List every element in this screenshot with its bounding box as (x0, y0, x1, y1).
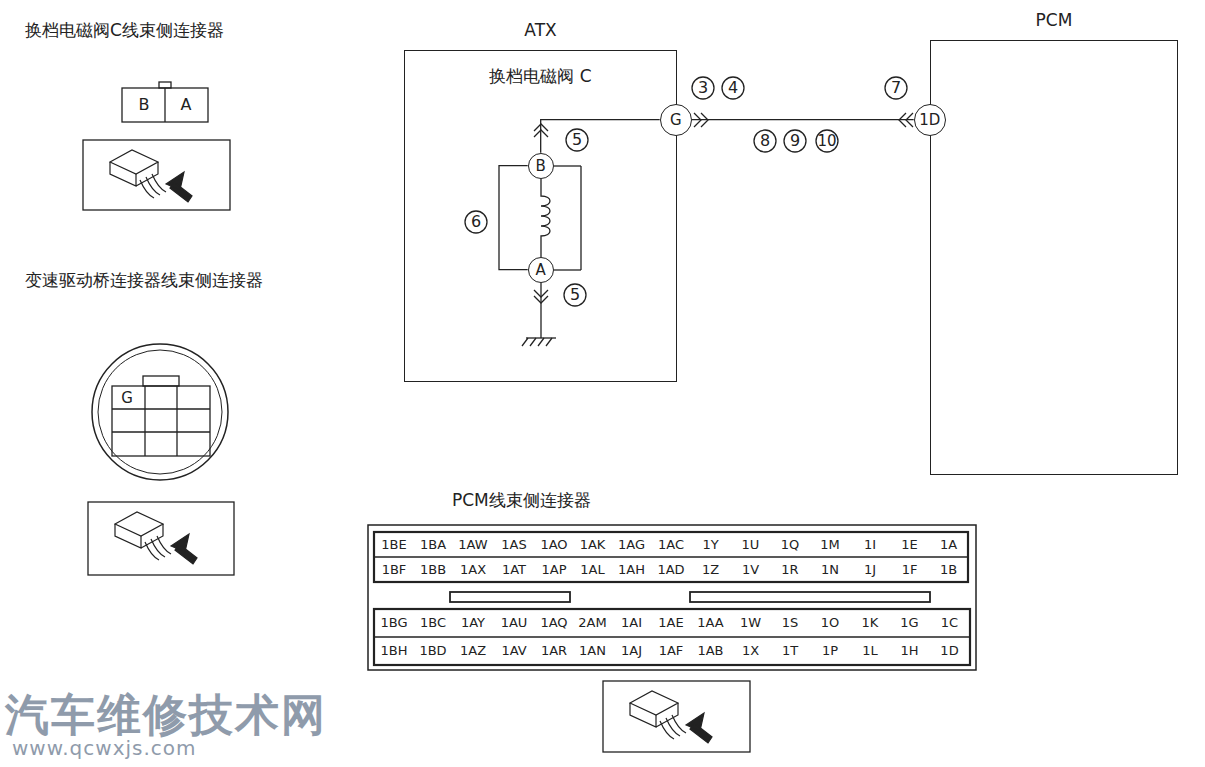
terminal-label: G (670, 111, 682, 128)
pin-cell: 1I (864, 538, 876, 552)
pin-cell: 1E (901, 538, 918, 552)
pin-cell: 1G (900, 616, 918, 630)
pin-cell: 1AP (541, 563, 566, 577)
pin-cell: 1AZ (460, 644, 486, 658)
terminal-circle: B (528, 153, 554, 179)
connector-title: 变速驱动桥连接器线束侧连接器 (25, 271, 263, 290)
pin-cell: 1AY (461, 616, 485, 630)
pin-cell: 1AR (541, 644, 567, 658)
connector-body (122, 88, 208, 122)
pin-cell: 1BH (381, 644, 408, 658)
terminal-circle: 1D (914, 104, 946, 136)
callout-number: 5 (570, 286, 580, 304)
pin-cell: 1AU (501, 616, 528, 630)
pin-cell: 1W (740, 616, 761, 630)
pin-cell: 1V (742, 563, 759, 577)
watermark-url: www.qcwxjs.com (12, 737, 197, 759)
pin-cell: 1AT (502, 563, 526, 577)
pin-cell: 1AF (659, 644, 684, 658)
pin-cell: 1BB (420, 563, 446, 577)
pin-cell: 1AD (657, 563, 684, 577)
pin-name: A (181, 96, 192, 114)
terminal-circle: G (660, 104, 692, 136)
pin-cell: 1AE (658, 616, 683, 630)
callout-number: 9 (790, 132, 800, 150)
pin-cell: 1R (781, 563, 798, 577)
callout-number: 10 (817, 133, 836, 150)
pin-cell: 1BE (381, 538, 406, 552)
pin-cell: 1AV (501, 644, 526, 658)
pin-cell: 1AX (460, 563, 486, 577)
callout-number: 8 (760, 132, 770, 150)
pin-cell: 1AG (618, 538, 645, 552)
wire (692, 119, 914, 120)
pin-cell: 1AN (579, 644, 606, 658)
pin-cell: 1P (822, 644, 838, 658)
pin-cell: 1Q (781, 538, 800, 552)
pin-cell: 1D (940, 644, 958, 658)
connector-sketch (110, 150, 158, 174)
terminal-label: A (536, 261, 546, 278)
pin-cell: 1AC (658, 538, 684, 552)
pin-cell: 1U (742, 538, 760, 552)
pin-cell: 1S (782, 616, 799, 630)
callout-number: 5 (572, 131, 582, 149)
pin-cell: 1AO (540, 538, 567, 552)
pin-cell: 1L (862, 644, 878, 658)
box-title: PCM (1036, 11, 1073, 30)
pin-cell: 1AJ (621, 644, 642, 658)
pin-cell: 1M (820, 538, 840, 552)
module-box: PCM1D (930, 40, 1178, 475)
callout-number: 4 (728, 79, 738, 97)
pin-cell: 1AL (580, 563, 604, 577)
pin-name: G (121, 390, 133, 407)
pin-cell: 1K (862, 616, 879, 630)
pin-cell: 1AA (697, 616, 723, 630)
connector-sketch (630, 691, 678, 715)
watermark: 汽车维修技术网 (5, 691, 327, 739)
callout-number: 3 (698, 79, 708, 97)
connector-title: PCM线束侧连接器 (452, 491, 591, 510)
pin-cell: 1Y (702, 538, 718, 552)
pin-cell: 1BA (420, 538, 446, 552)
terminal-label: 1D (919, 111, 940, 128)
pin-cell: 1AI (621, 616, 642, 630)
pin-cell: 1B (940, 563, 957, 577)
terminal-label: B (536, 157, 546, 174)
pin-cell: 1AH (618, 563, 645, 577)
pin-cell: 1Z (702, 563, 719, 577)
pin-cell: 1A (940, 538, 957, 552)
wire (541, 120, 660, 153)
wire (499, 166, 528, 270)
pin-cell: 1F (902, 563, 918, 577)
pin-cell: 1N (821, 563, 839, 577)
component-name: 换档电磁阀 C (489, 67, 591, 86)
pin-cell: 1AQ (540, 616, 567, 630)
pin-cell: 1AW (458, 538, 487, 552)
pin-cell: 1AB (697, 644, 723, 658)
callout-number: 7 (891, 79, 901, 97)
terminal-circle: A (528, 257, 554, 283)
pin-cell: 1AS (501, 538, 526, 552)
pin-cell: 1O (821, 616, 840, 630)
pin-cell: 2AM (578, 616, 606, 630)
pin-cell: 1C (941, 616, 958, 630)
pin-cell: 1J (864, 563, 876, 577)
pin-cell: 1H (900, 644, 918, 658)
pin-cell: 1T (782, 644, 798, 658)
connector-title: 换档电磁阀C线束侧连接器 (25, 21, 224, 40)
pin-cell: 1BD (419, 644, 446, 658)
box-title: ATX (524, 21, 556, 40)
callout-number: 6 (471, 213, 481, 231)
pin-cell: 1AK (580, 538, 606, 552)
pin-cell: 1BF (382, 563, 407, 577)
pin-cell: 1BG (380, 616, 407, 630)
pin-name: B (139, 96, 150, 114)
pin-cell: 1X (742, 644, 759, 658)
pin-cell: 1BC (420, 616, 446, 630)
housing-box: ATX换档电磁阀 CBAG (404, 50, 677, 382)
connector-sketch (115, 512, 163, 536)
